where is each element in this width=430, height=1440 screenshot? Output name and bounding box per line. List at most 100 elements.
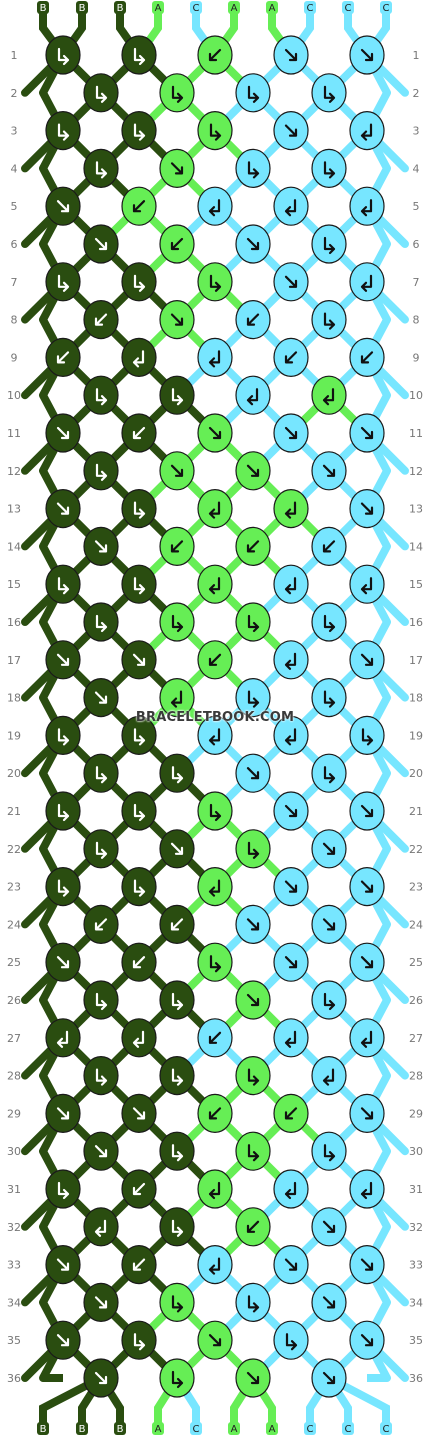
arrow-stroke <box>170 313 184 326</box>
knot <box>159 753 195 793</box>
knot <box>311 677 347 718</box>
arrow-stroke <box>95 463 108 481</box>
knot <box>311 1131 347 1171</box>
row-number: 24 <box>7 918 21 931</box>
knot <box>273 489 309 529</box>
arrow-stroke <box>322 1068 335 1086</box>
arrow-stroke <box>132 653 146 666</box>
arrow-stroke <box>171 388 184 406</box>
arrow-stroke <box>132 1107 146 1120</box>
knot <box>159 375 195 415</box>
knot-arrow-icon <box>170 842 184 855</box>
knot-arrow-icon <box>360 1181 373 1200</box>
knot-arrow-icon <box>171 1144 184 1162</box>
strand-end-bottom <box>325 1374 390 1432</box>
arrow-stroke <box>56 200 70 213</box>
arrow-stroke <box>171 1144 184 1162</box>
knot-arrow-icon <box>56 426 70 440</box>
knot <box>273 1018 309 1058</box>
arrow-stroke <box>360 880 374 893</box>
strand-label: B <box>117 1424 124 1435</box>
arrow-stroke <box>133 1333 146 1351</box>
arrow-stroke <box>284 1181 297 1200</box>
arrow-stroke <box>171 1295 184 1313</box>
knot-arrow-icon <box>133 728 146 746</box>
knot-arrow-icon <box>208 1334 222 1347</box>
arrow-stroke <box>284 501 297 519</box>
arrow-stroke <box>132 1030 145 1048</box>
row-number: 28 <box>7 1070 21 1083</box>
knot-arrow-icon <box>57 803 70 822</box>
strand-label-tile <box>37 1 49 14</box>
knot-arrow-icon <box>57 274 70 292</box>
arrow-stroke <box>171 766 184 784</box>
row-number: 12 <box>409 465 423 478</box>
knot <box>45 1169 81 1209</box>
knot-arrow-icon <box>95 766 108 784</box>
row-number: 6 <box>413 238 420 251</box>
strand-end-bottom <box>39 1374 105 1432</box>
strand-label-tile <box>266 1422 278 1435</box>
arrow-stroke <box>247 1144 260 1162</box>
knot <box>235 1131 271 1171</box>
knot-arrow-icon <box>323 312 336 330</box>
knot-arrow-icon <box>284 426 298 440</box>
knot-arrow-icon <box>284 1258 298 1271</box>
row-number: 19 <box>7 729 21 742</box>
arrow-stroke <box>360 1030 373 1048</box>
knot-arrow-icon <box>360 123 373 141</box>
knot <box>197 866 233 907</box>
arrow-stroke <box>209 803 222 822</box>
knot <box>273 1169 309 1209</box>
arrow-stroke <box>323 161 336 179</box>
knot-arrow-icon <box>95 161 108 179</box>
strand-label: B <box>117 3 124 14</box>
knot <box>159 1282 195 1323</box>
knot-arrow-icon <box>284 1030 297 1048</box>
knot-arrow-icon <box>322 842 336 855</box>
knot-arrow-icon <box>95 992 108 1011</box>
knot-arrow-icon <box>360 956 374 969</box>
knot-arrow-icon <box>322 1371 336 1385</box>
arrow-stroke <box>322 1296 336 1309</box>
knot-arrow-icon <box>360 274 373 292</box>
row-number: 19 <box>409 729 423 742</box>
arrow-stroke <box>132 350 145 368</box>
arrow-stroke <box>284 1107 298 1120</box>
knot <box>311 753 347 793</box>
arrow-stroke <box>323 992 336 1011</box>
strand-label: C <box>383 3 390 14</box>
knot <box>197 262 233 302</box>
strand-label: C <box>307 3 314 14</box>
knot-arrow-icon <box>284 880 298 893</box>
knot <box>197 791 233 831</box>
knot-arrow-icon <box>132 653 146 666</box>
strand-label-tile <box>152 1422 164 1435</box>
strand-label: C <box>345 3 352 14</box>
knot-arrow-icon <box>133 1333 146 1351</box>
knot <box>83 602 119 642</box>
knot <box>121 111 157 151</box>
row-number: 8 <box>11 314 18 327</box>
strand-label-tile <box>304 1422 316 1435</box>
arrow-stroke <box>56 1107 70 1120</box>
knot <box>197 942 233 982</box>
knot-arrow-icon <box>95 841 108 859</box>
row-number: 27 <box>409 1032 423 1045</box>
row-number: 21 <box>7 805 21 818</box>
knot <box>349 715 385 756</box>
arrow-stroke <box>57 123 70 141</box>
arrow-stroke <box>171 992 184 1011</box>
row-number: 15 <box>7 578 21 591</box>
strand-label-tile <box>228 1 240 14</box>
row-number: 30 <box>7 1145 21 1158</box>
row-number: 33 <box>409 1259 423 1272</box>
arrow-stroke <box>209 955 222 973</box>
row-number: 8 <box>413 314 420 327</box>
arrow-stroke <box>170 540 184 553</box>
arrow-stroke <box>322 842 336 855</box>
row-number: 3 <box>413 125 420 138</box>
row-number: 4 <box>11 162 18 175</box>
arrow-stroke <box>247 1068 260 1086</box>
arrow-stroke <box>171 614 184 633</box>
